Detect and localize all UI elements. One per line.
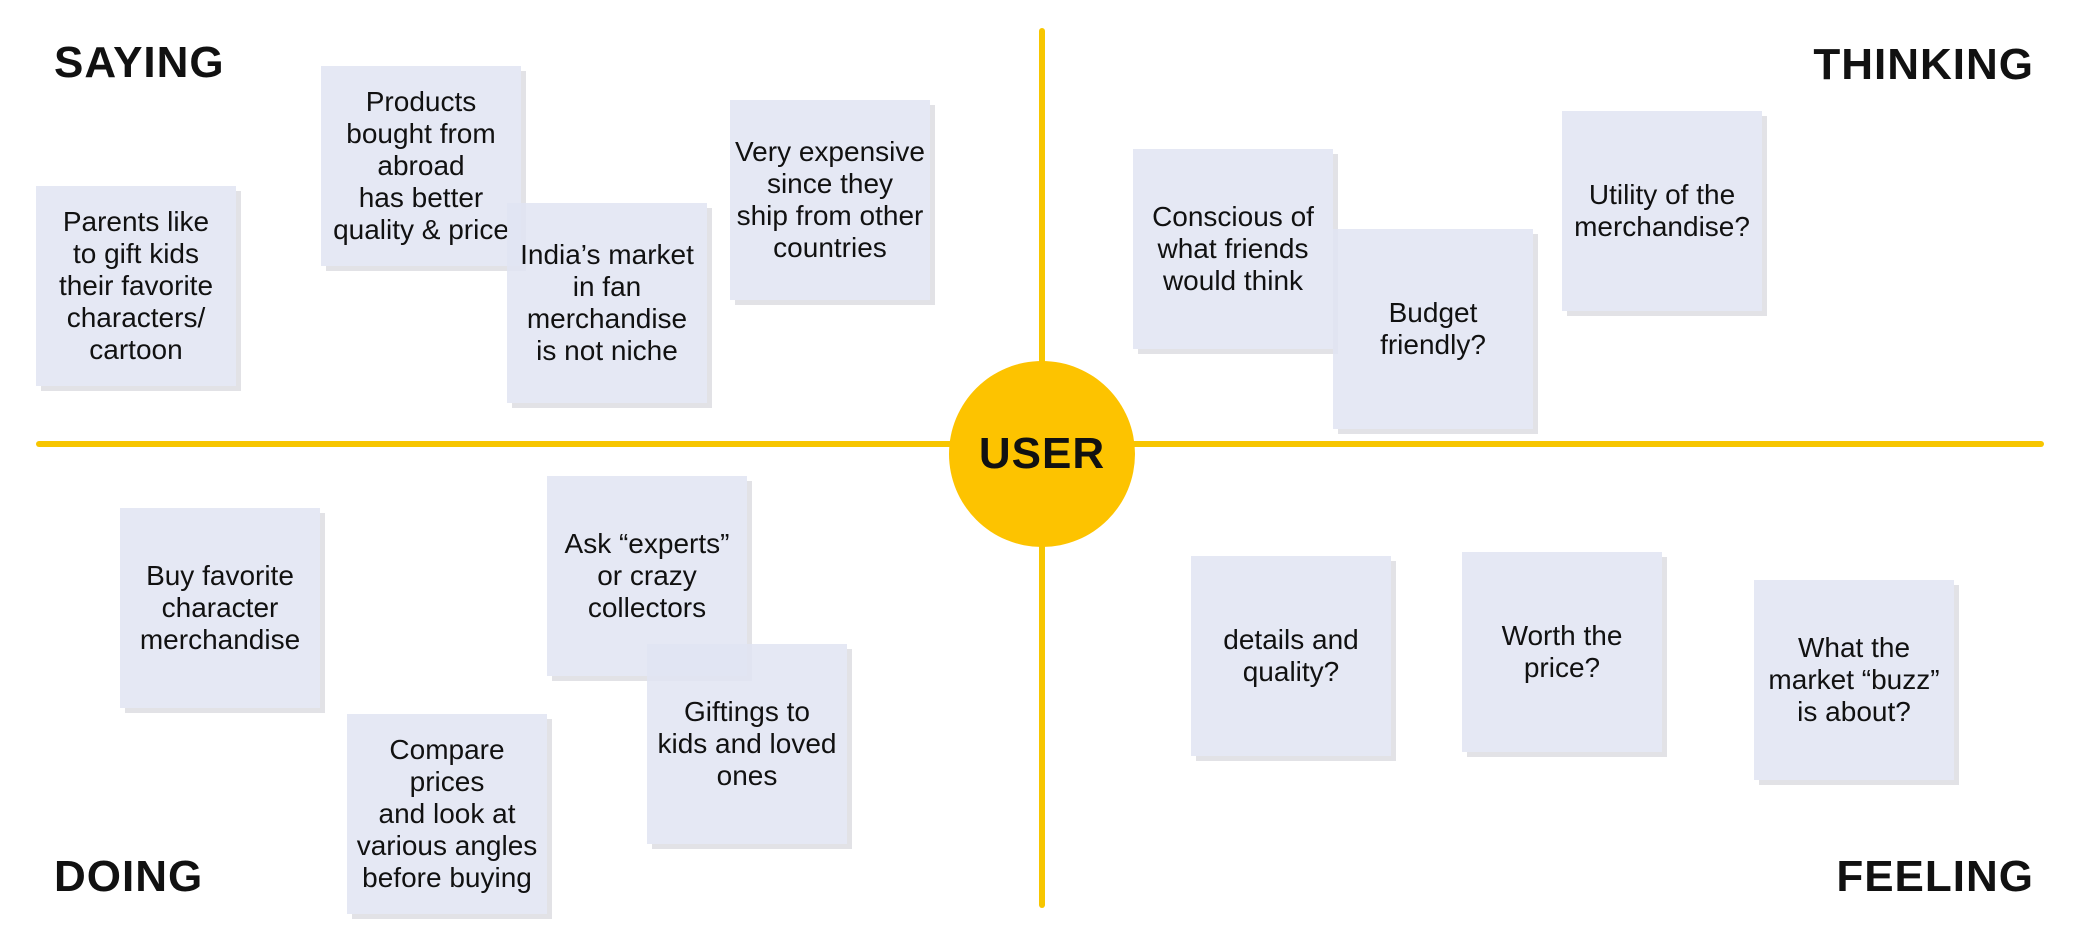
- sticky-note-feeling-details-quality[interactable]: details and quality?: [1191, 556, 1391, 756]
- sticky-note-saying-parents-gift[interactable]: Parents like to gift kids their favorite…: [36, 186, 236, 386]
- sticky-note-saying-products-abroad[interactable]: Products bought from abroad has better q…: [321, 66, 521, 266]
- note-text: Utility of the merchandise?: [1574, 179, 1750, 242]
- note-text: What the market “buzz” is about?: [1768, 632, 1940, 727]
- quadrant-label-saying: SAYING: [54, 38, 225, 87]
- sticky-note-feeling-market-buzz[interactable]: What the market “buzz” is about?: [1754, 580, 1954, 780]
- sticky-note-doing-buy-favorite[interactable]: Buy favorite character merchandise: [120, 508, 320, 708]
- note-text: Budget friendly?: [1380, 297, 1486, 360]
- note-text: Very expensive since they ship from othe…: [735, 136, 925, 263]
- sticky-note-saying-india-market[interactable]: India’s market in fan merchandise is not…: [507, 203, 707, 403]
- quadrant-label-doing: DOING: [54, 852, 204, 901]
- sticky-note-saying-very-expensive[interactable]: Very expensive since they ship from othe…: [730, 100, 930, 300]
- note-text: Buy favorite character merchandise: [139, 560, 301, 655]
- quadrant-label-feeling: FEELING: [1836, 852, 2034, 901]
- sticky-note-thinking-conscious-friends[interactable]: Conscious of what friends would think: [1133, 149, 1333, 349]
- note-text: Products bought from abroad has better q…: [333, 86, 509, 245]
- sticky-note-doing-compare-prices[interactable]: Compare prices and look at various angle…: [347, 714, 547, 914]
- sticky-note-doing-ask-experts[interactable]: Ask “experts” or crazy collectors: [547, 476, 747, 676]
- sticky-note-doing-giftings[interactable]: Giftings to kids and loved ones: [647, 644, 847, 844]
- user-circle: USER: [949, 361, 1135, 547]
- note-text: Compare prices and look at various angle…: [356, 734, 538, 893]
- user-label: USER: [978, 429, 1106, 478]
- note-text: Giftings to kids and loved ones: [657, 696, 837, 791]
- note-text: Parents like to gift kids their favorite…: [58, 206, 214, 365]
- quadrant-label-thinking: THINKING: [1813, 40, 2034, 89]
- note-text: Worth the price?: [1501, 620, 1623, 683]
- note-text: details and quality?: [1223, 624, 1359, 687]
- sticky-note-feeling-worth-price[interactable]: Worth the price?: [1462, 552, 1662, 752]
- sticky-note-thinking-utility[interactable]: Utility of the merchandise?: [1562, 111, 1762, 311]
- sticky-note-thinking-budget-friendly[interactable]: Budget friendly?: [1333, 229, 1533, 429]
- note-text: Conscious of what friends would think: [1152, 201, 1314, 296]
- note-text: Ask “experts” or crazy collectors: [564, 528, 730, 623]
- note-text: India’s market in fan merchandise is not…: [520, 239, 694, 366]
